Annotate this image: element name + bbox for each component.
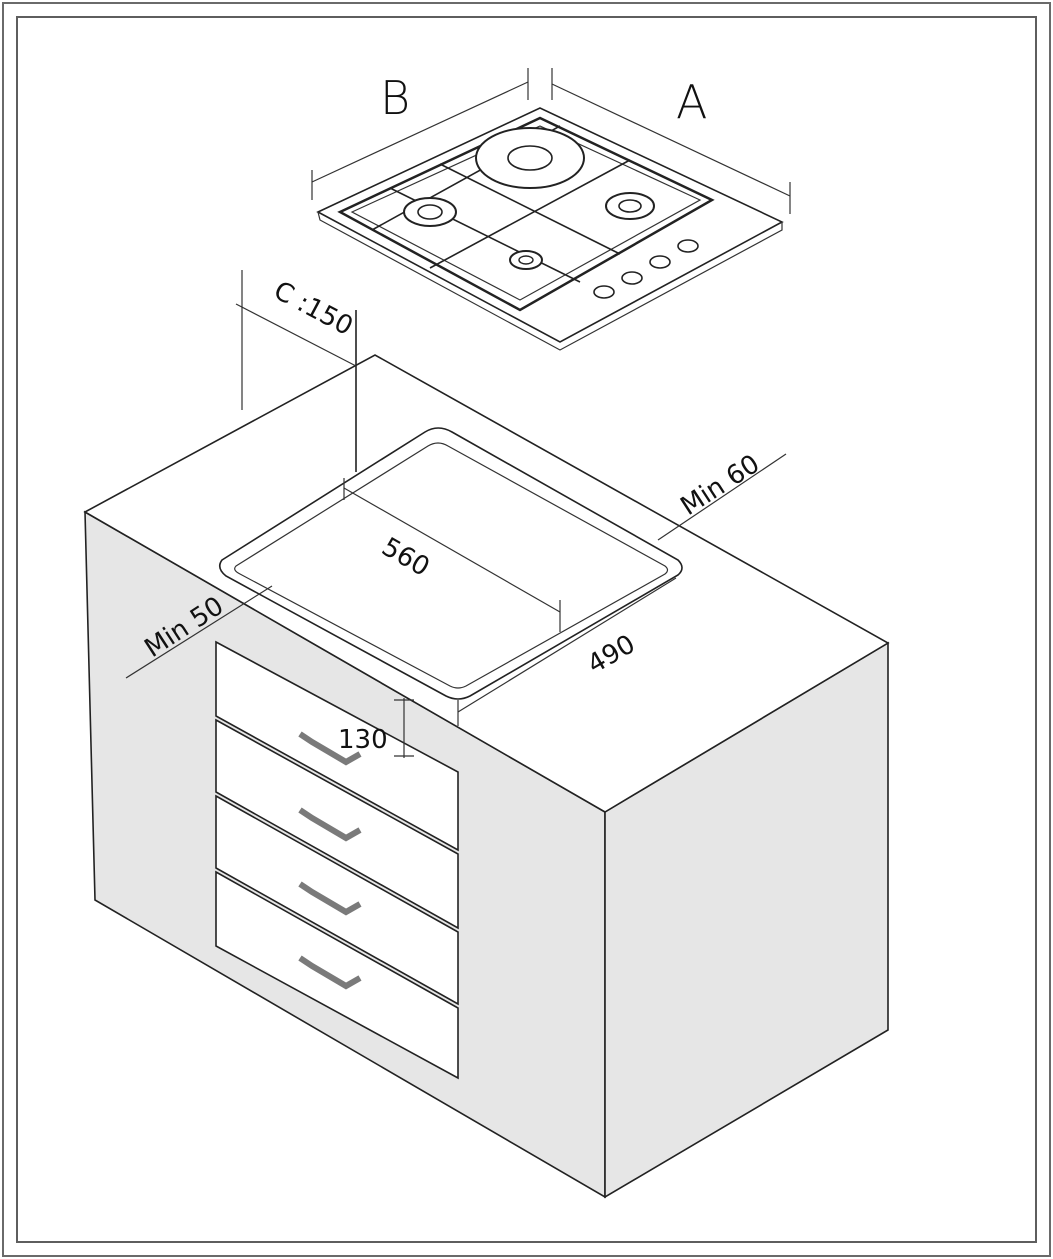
small-burner-inner [518,255,534,265]
knob-2 [621,271,643,285]
dim-a-line [551,83,791,197]
dimension-lines [125,68,791,758]
drawer-handle-2 [298,807,362,842]
label-min-60: Min 60 [675,449,765,522]
drawer-handle-4 [298,955,362,990]
knob-1 [593,285,615,299]
dim-min60-line [657,453,787,541]
dim-c-line [235,303,357,367]
hob-base-edge [317,211,783,351]
countertop [83,354,890,813]
cutout-inner [234,442,669,689]
dim-min50-line [125,585,273,679]
label-c-150: C :150 [269,276,358,342]
dim-490-line [457,577,677,713]
drawer-3 [215,794,459,1006]
dim-560-line [343,487,561,613]
grid-bar-3 [429,159,631,269]
drawer-handle-3 [298,881,362,916]
label-b: B [380,71,410,125]
inner-frame [16,16,1037,1243]
cutout-outer [218,427,683,700]
left-burner [403,197,457,227]
drawer-4 [215,870,459,1080]
gas-hob [316,107,784,351]
label-a: A [676,75,707,129]
kitchen-cabinet [83,354,890,1199]
left-burner-inner [417,204,443,220]
knob-4 [677,239,699,253]
large-burner [475,127,585,189]
knob-3 [649,255,671,269]
hob-cutout [218,427,683,700]
small-burner [509,250,543,270]
label-130: 130 [338,725,388,755]
drawer-2 [215,718,459,930]
right-burner-inner [618,199,642,213]
large-burner-inner [507,145,553,171]
dim-b-line [311,81,529,183]
grid-bar-1 [439,163,621,255]
drawer-handle-1 [298,731,362,766]
pan-support-frame [337,116,715,312]
drawer-stack [215,640,459,1080]
right-burner [605,192,655,220]
drawer-1 [215,640,459,852]
